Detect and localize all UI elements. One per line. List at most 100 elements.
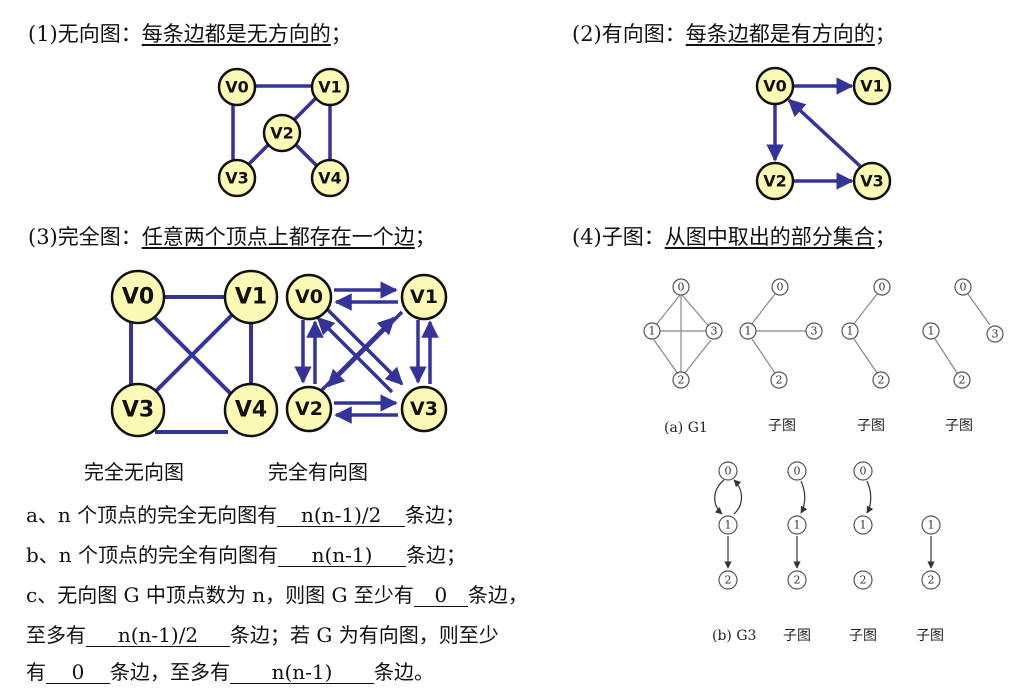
arc-v2-v1: [318, 316, 396, 394]
heading-label: (4)子图：: [572, 225, 665, 249]
node-v2: V2: [262, 113, 302, 153]
edge-v1-v2: [292, 96, 318, 122]
g3-original: 0 1 2: [714, 461, 743, 590]
node-0: 0: [771, 278, 789, 296]
svg-text:3: 3: [711, 325, 718, 338]
node-v1: V1: [400, 273, 448, 321]
svg-text:V0: V0: [763, 77, 787, 96]
directed-graph: V0 V1 V2 V3: [755, 66, 892, 201]
fact-answer: n(n-1)/2: [86, 624, 230, 647]
g1-caption: (a) G1: [664, 420, 708, 436]
arc-v3-v0: [787, 98, 862, 168]
g3-subgraph-2: 0 1 2: [853, 461, 874, 590]
fact-text: 条边，至多有: [110, 660, 230, 684]
fact-text: 条边；若 G 为有向图，则至少: [230, 623, 499, 647]
heading-end: ；: [414, 225, 436, 249]
g3-subgraph-3: 1 2: [921, 515, 941, 590]
svg-text:1: 1: [847, 325, 854, 338]
g3-subgraph-1: 0 1 2: [787, 461, 808, 590]
g1-subgraph-1: 0 1 3 2: [739, 278, 823, 389]
node-v0: V0: [217, 67, 257, 107]
node-v0: V0: [110, 269, 166, 325]
node-v2: V2: [285, 385, 333, 433]
fact-text: a、n 个顶点的完全无向图有: [26, 503, 278, 527]
node-v3: V3: [400, 385, 448, 433]
sub-caption: 子图: [768, 418, 796, 434]
fact-answer: n(n-1)/2: [277, 504, 406, 527]
fact-answer: n(n-1): [230, 661, 374, 684]
node-2: 2: [770, 371, 788, 389]
node-v1: V1: [310, 67, 350, 107]
fact-text: 有: [26, 660, 46, 684]
svg-text:V1: V1: [410, 286, 438, 308]
heading-desc: 任意两个顶点上都存在一个边: [141, 225, 415, 249]
svg-text:2: 2: [776, 374, 783, 387]
node-0: 0: [718, 461, 738, 481]
heading-complete: (3)完全图：任意两个顶点上都存在一个边；: [28, 225, 436, 250]
node-2: 2: [921, 570, 941, 590]
node-v1: V1: [223, 269, 279, 325]
node-3: 3: [705, 322, 723, 340]
sub-caption: 子图: [857, 418, 885, 434]
heading-desc: 每条边都是无方向的: [141, 22, 331, 46]
node-0: 0: [672, 278, 690, 296]
node-1: 1: [853, 515, 873, 535]
svg-text:2: 2: [860, 574, 867, 587]
heading-end: ；: [330, 22, 352, 46]
sub-caption: 子图: [783, 628, 811, 644]
svg-text:0: 0: [678, 281, 685, 294]
node-v0: V0: [755, 66, 795, 106]
svg-text:0: 0: [879, 281, 886, 294]
caption-complete-directed: 完全有向图: [268, 460, 368, 484]
node-2: 2: [787, 570, 807, 590]
svg-text:1: 1: [928, 519, 935, 532]
svg-text:V3: V3: [410, 398, 438, 420]
svg-text:V0: V0: [295, 286, 323, 308]
svg-text:V2: V2: [270, 124, 294, 143]
node-v4: V4: [223, 382, 279, 438]
node-2: 2: [872, 371, 890, 389]
heading-undirected: (1)无向图：每条边都是无方向的；: [28, 22, 352, 47]
svg-text:V2: V2: [295, 398, 323, 420]
g1-subgraph-3: 0 1 3 2: [922, 278, 1004, 389]
svg-text:0: 0: [794, 465, 801, 478]
node-v4: V4: [310, 158, 350, 198]
node-1: 1: [922, 322, 940, 340]
svg-text:V0: V0: [122, 285, 154, 310]
node-v3: V3: [110, 382, 166, 438]
svg-text:0: 0: [860, 465, 867, 478]
svg-text:2: 2: [928, 574, 935, 587]
node-2: 2: [718, 570, 738, 590]
node-3: 3: [986, 325, 1004, 343]
svg-text:1: 1: [928, 325, 935, 338]
svg-text:0: 0: [777, 281, 784, 294]
node-2: 2: [953, 371, 971, 389]
svg-text:1: 1: [649, 325, 656, 338]
svg-text:V1: V1: [860, 77, 884, 96]
node-2: 2: [853, 570, 873, 590]
sub-caption: 子图: [916, 628, 944, 644]
svg-text:3: 3: [811, 325, 818, 338]
svg-text:1: 1: [725, 519, 732, 532]
node-v2: V2: [755, 161, 795, 201]
g1-original: 0 1 3 2: [643, 278, 723, 389]
fact-text: 条边。: [374, 660, 434, 684]
edge-v2-v3: [246, 143, 270, 167]
sub-caption: 子图: [945, 418, 973, 434]
heading-directed: (2)有向图：每条边都是有方向的；: [572, 22, 896, 47]
svg-text:V1: V1: [318, 78, 342, 97]
node-1: 1: [643, 322, 661, 340]
undirected-graph: V0 V1 V2 V3 V4: [217, 67, 350, 198]
fact-answer: 0: [413, 584, 468, 607]
svg-text:V4: V4: [235, 398, 267, 423]
node-1: 1: [718, 515, 738, 535]
heading-desc: 从图中取出的部分集合: [664, 225, 875, 249]
svg-text:2: 2: [678, 374, 685, 387]
heading-end: ；: [874, 22, 896, 46]
node-v0: V0: [285, 273, 333, 321]
svg-text:1: 1: [860, 519, 867, 532]
heading-label: (1)无向图：: [28, 22, 142, 46]
